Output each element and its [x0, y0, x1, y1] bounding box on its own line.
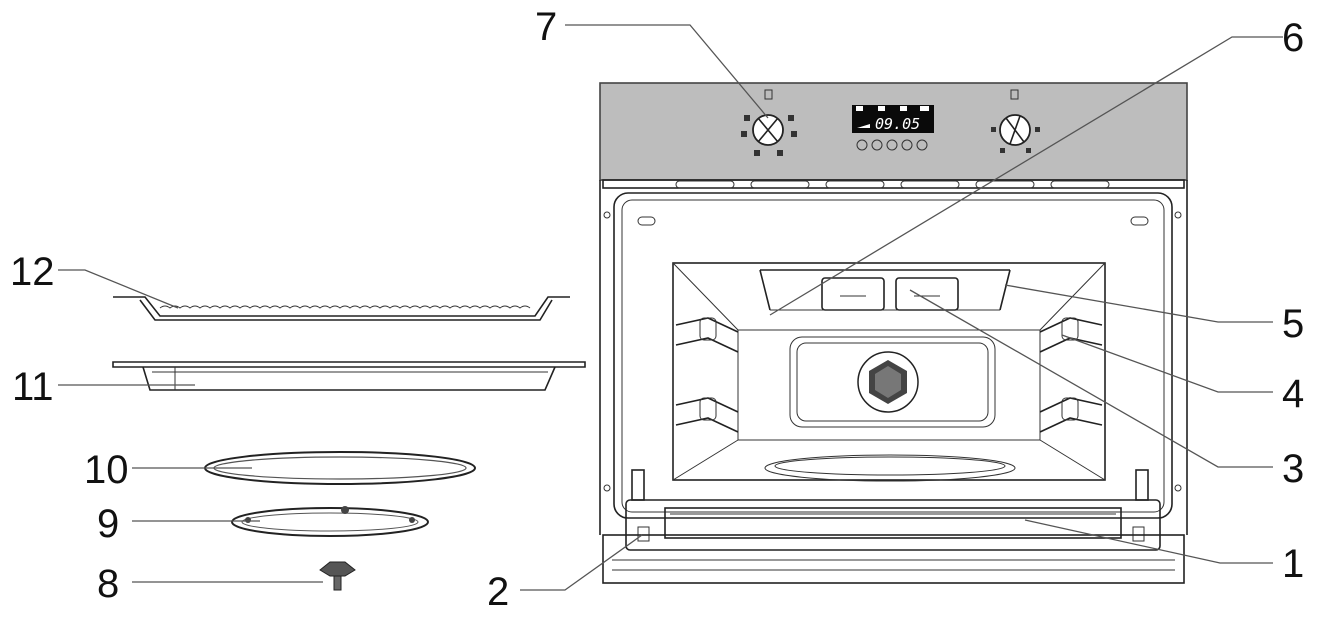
left-knob	[741, 89, 797, 156]
callout-6: 6	[1282, 16, 1304, 60]
roller-ring	[231, 506, 429, 537]
shelf-rails-left	[675, 317, 739, 433]
grill-rack	[113, 296, 570, 321]
callout-1: 1	[1282, 542, 1304, 586]
callout-7: 7	[535, 5, 557, 49]
oven-body	[599, 82, 1188, 584]
digital-display: 09.05	[852, 105, 934, 133]
vent-slots	[675, 180, 1110, 189]
callout-11: 11	[12, 365, 54, 409]
callout-10: 10	[84, 448, 129, 492]
callout-3: 3	[1282, 447, 1304, 491]
oven-cavity	[672, 262, 1106, 481]
turntable-coupler	[319, 561, 356, 591]
callout-12: 12	[10, 250, 55, 294]
baking-tray	[112, 361, 586, 391]
shelf-rails-right	[1039, 317, 1103, 433]
callout-8: 8	[97, 562, 119, 606]
callout-numbers: 1 2 3 4 5 6 7 8 9 10 11 12	[10, 5, 1304, 614]
top-element	[759, 269, 1011, 311]
fan-cover	[857, 351, 919, 413]
callout-4: 4	[1282, 372, 1304, 416]
callout-5: 5	[1282, 302, 1304, 346]
oven-door	[602, 499, 1185, 584]
display-time: 09.05	[875, 115, 920, 133]
leader-lines	[58, 24, 1283, 591]
control-buttons	[856, 139, 928, 151]
callout-2: 2	[487, 570, 509, 614]
right-knob	[991, 89, 1040, 153]
callout-9: 9	[97, 502, 119, 546]
